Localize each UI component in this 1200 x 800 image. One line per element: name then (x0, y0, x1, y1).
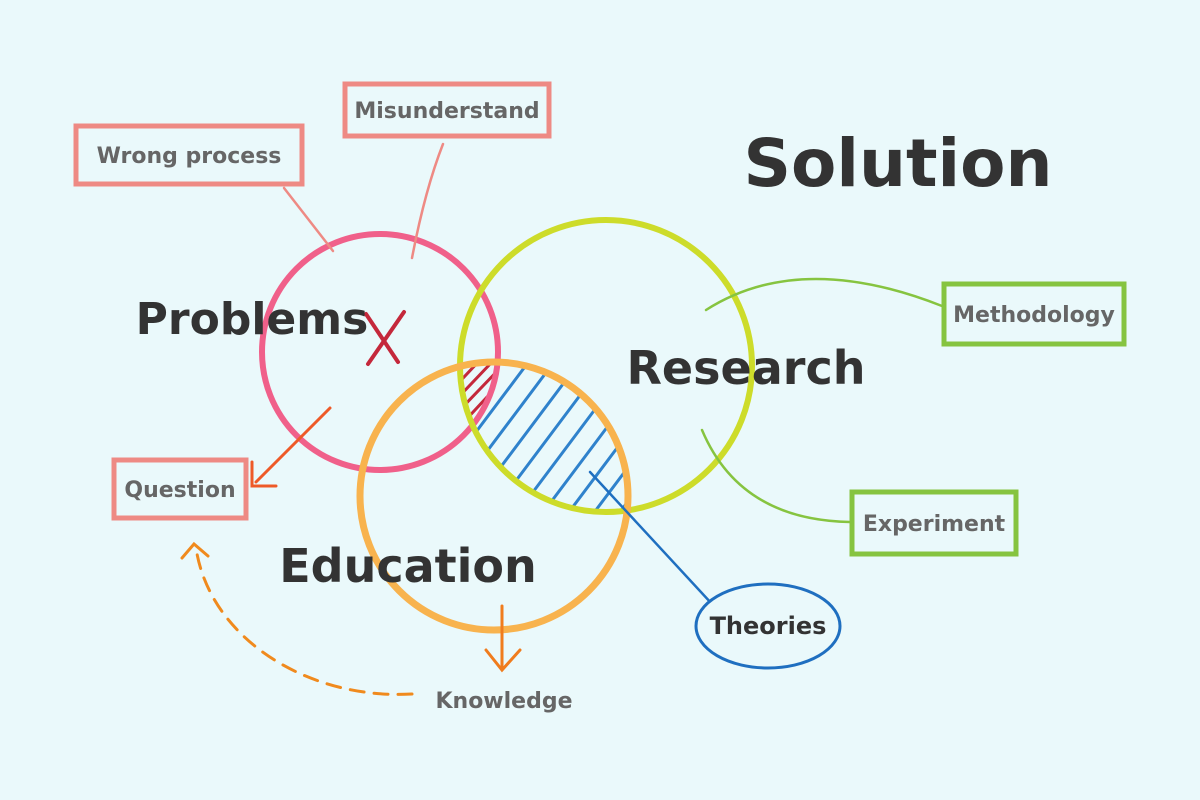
question-arrow (250, 406, 332, 488)
methodology-connector (704, 277, 944, 312)
question-box (111, 457, 249, 521)
misunderstand-connector (410, 142, 445, 260)
wrong-process-box (73, 123, 305, 187)
knowledge-label: Knowledge (435, 689, 572, 714)
theories-connector (588, 470, 714, 606)
x-mark-icon (364, 310, 406, 366)
knowledge-to-question-dashed-arrow (194, 546, 414, 696)
research-label: Research (627, 341, 866, 395)
misunderstand-box (342, 81, 552, 139)
education-circle (356, 358, 632, 634)
question-label: Question (124, 478, 235, 503)
problems-label: Problems (136, 294, 369, 345)
methodology-label: Methodology (953, 303, 1115, 328)
experiment-connector (700, 428, 852, 524)
wrong-process-connector (282, 186, 335, 253)
theories-ellipse (694, 582, 842, 670)
experiment-label: Experiment (863, 512, 1006, 537)
title-solution: Solution (744, 125, 1053, 202)
experiment-box (849, 489, 1019, 557)
education-label: Education (279, 539, 537, 593)
methodology-box (941, 281, 1127, 347)
theories-label: Theories (710, 612, 827, 640)
misunderstand-label: Misunderstand (354, 99, 539, 124)
knowledge-arrow (484, 604, 522, 673)
dashed-arrowhead-icon (180, 541, 210, 560)
problems-circle (259, 231, 501, 473)
wrong-process-label: Wrong process (97, 144, 282, 169)
